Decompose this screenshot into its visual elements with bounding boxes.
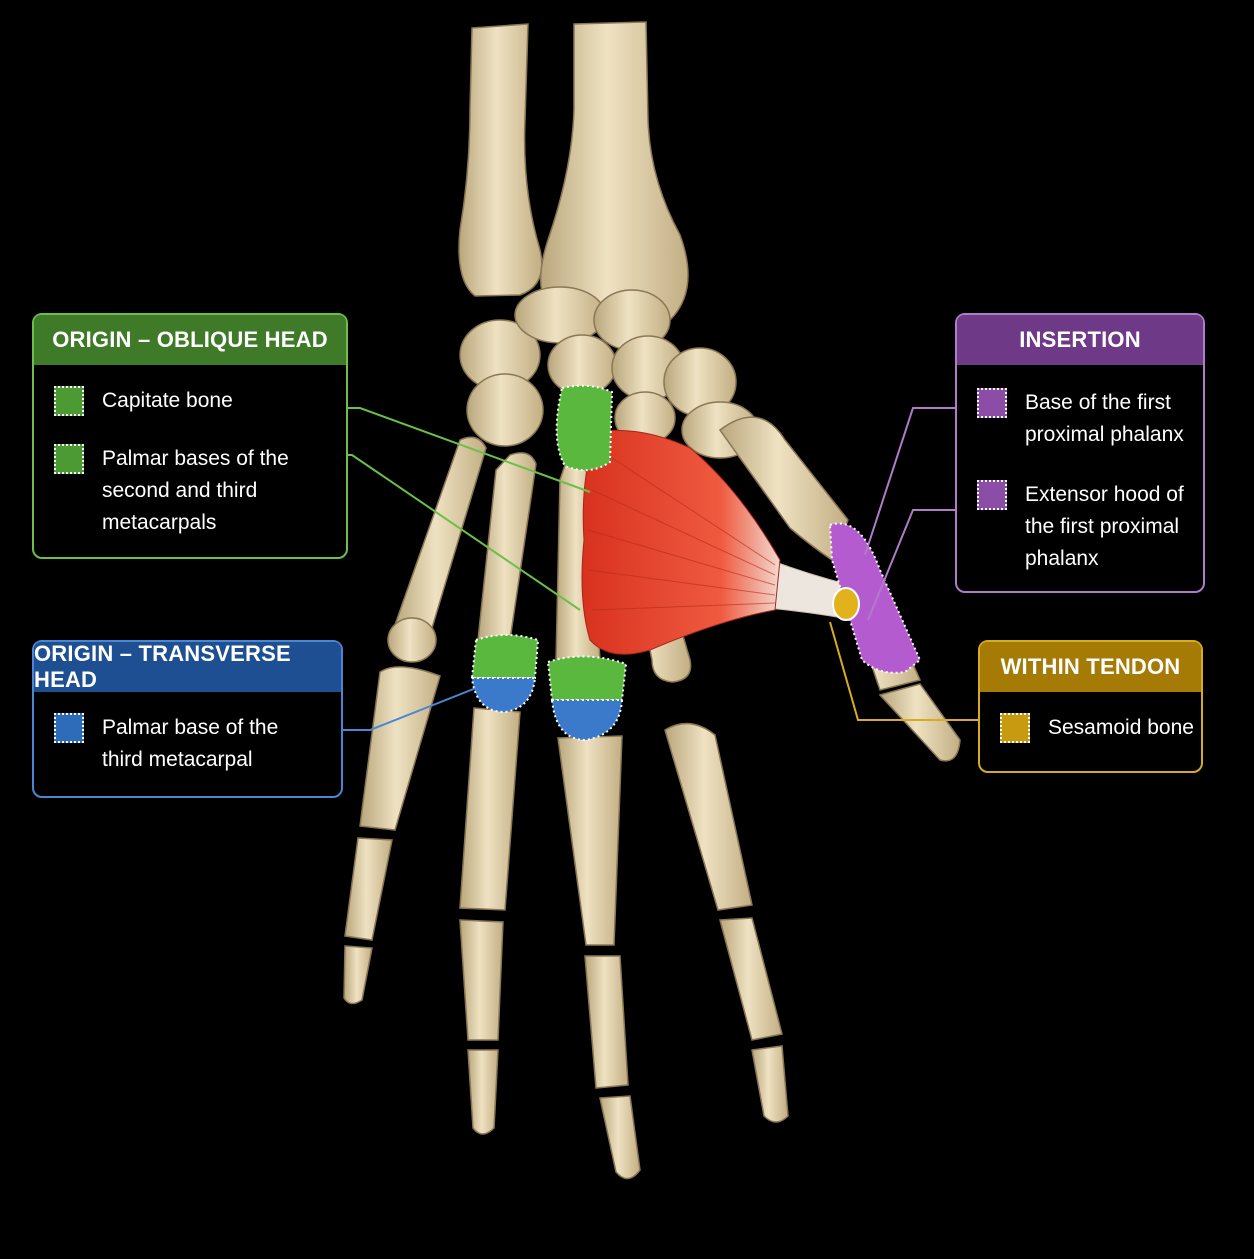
attachment-areas — [470, 384, 922, 742]
extensor-hood-label: Extensor hood of the first proximal phal… — [1025, 483, 1184, 570]
sesamoid-bone — [832, 587, 860, 621]
insertion-phalanx-base — [828, 522, 922, 674]
purple-swatch-icon — [977, 388, 1007, 418]
capitate-attachment — [555, 384, 614, 472]
radius — [539, 21, 689, 321]
metacarpal-bases-label: Palmar bases of the second and third met… — [102, 447, 289, 534]
forearm-bones — [458, 21, 689, 321]
origin-transverse-head-box: ORIGIN – TRANSVERSE HEAD Palmar base of … — [32, 640, 343, 798]
purple-swatch-icon — [977, 480, 1007, 510]
yellow-swatch-icon — [1000, 713, 1030, 743]
list-item: Palmar bases of the second and third met… — [54, 443, 289, 539]
list-item: Sesamoid bone — [1000, 712, 1194, 744]
third-metacarpal-label: Palmar base of the third metacarpal — [102, 716, 279, 771]
metacarpal-1 — [718, 416, 849, 562]
muscle-fibers — [587, 449, 776, 611]
within-tendon-box: WITHIN TENDON Sesamoid bone — [978, 640, 1203, 773]
phalanx-base-label: Base of the first proximal phalanx — [1025, 391, 1184, 446]
metacarpal-3-base-transverse — [550, 699, 624, 742]
origin-oblique-head-box: ORIGIN – OBLIQUE HEAD Capitate bone Palm… — [32, 313, 348, 559]
leader-lines — [343, 407, 978, 731]
metacarpal-2-base-oblique — [470, 634, 540, 679]
insertion-box: INSERTION Base of the first proximal pha… — [955, 313, 1205, 593]
metacarpal-3-base-oblique — [546, 655, 628, 701]
adductor-pollicis-muscle — [581, 429, 781, 655]
carpal-bones — [459, 286, 759, 459]
green-swatch-icon — [54, 444, 84, 474]
sesamoid-label: Sesamoid bone — [1048, 716, 1194, 739]
blue-swatch-icon — [54, 713, 84, 743]
list-item: Capitate bone — [54, 385, 233, 417]
capitate-label: Capitate bone — [102, 389, 233, 412]
insertion-title: INSERTION — [957, 315, 1203, 365]
origin-transverse-head-title: ORIGIN – TRANSVERSE HEAD — [34, 641, 341, 692]
ulna — [458, 23, 543, 297]
list-item: Palmar base of the third metacarpal — [54, 712, 278, 776]
metacarpal-2-base-transverse — [470, 677, 537, 714]
list-item: Extensor hood of the first proximal phal… — [977, 479, 1184, 575]
list-item: Base of the first proximal phalanx — [977, 387, 1184, 451]
origin-oblique-head-title: ORIGIN – OBLIQUE HEAD — [34, 315, 346, 365]
green-swatch-icon — [54, 386, 84, 416]
within-tendon-title: WITHIN TENDON — [980, 642, 1201, 692]
